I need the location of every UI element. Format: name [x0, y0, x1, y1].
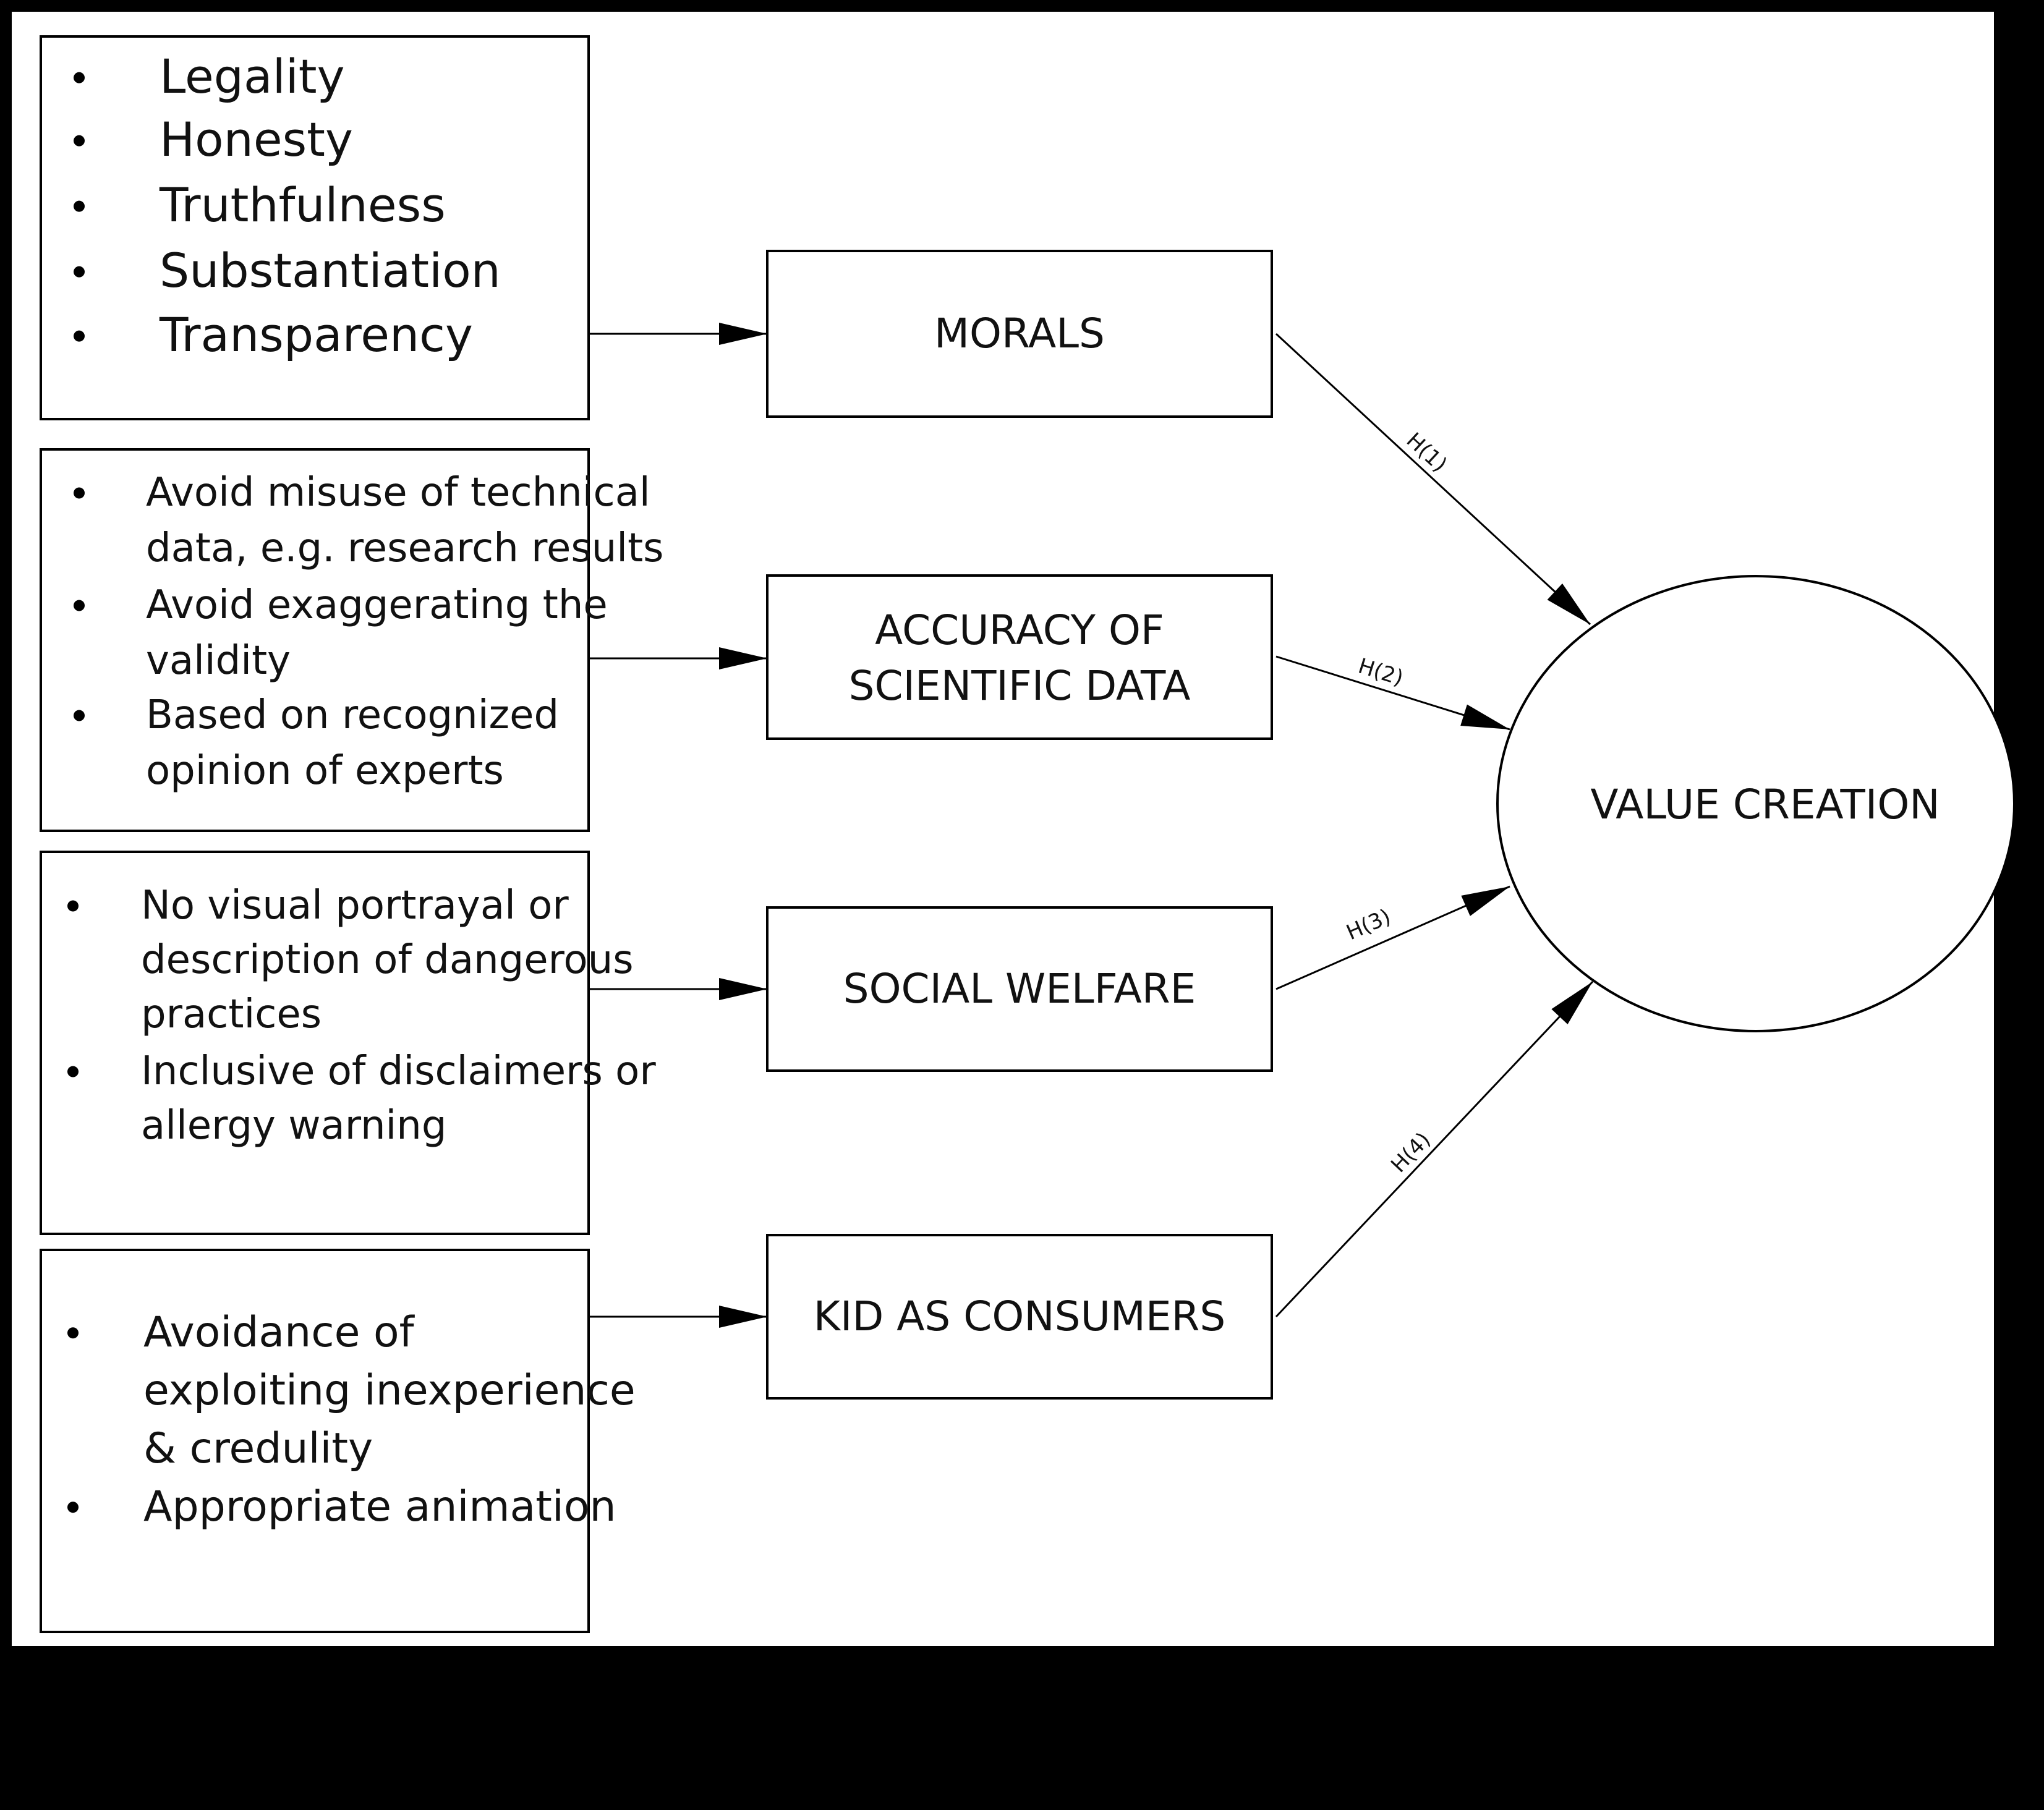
criteria-box-4 [40, 1249, 590, 1633]
bullet-icon [74, 600, 85, 611]
hypothesis-label: H(1) [1402, 428, 1452, 477]
criteria-text: Avoid exaggerating the [146, 582, 608, 628]
bullet-icon [74, 266, 85, 278]
criteria-text: Truthfulness [159, 177, 446, 232]
construct-label: MORALS [934, 310, 1105, 357]
construct-label: SOCIAL WELFARE [843, 965, 1196, 1013]
arrowhead-icon [1547, 583, 1590, 624]
criteria-text: exploiting inexperience [143, 1366, 636, 1415]
construct-label: SCIENTIFIC DATA [849, 662, 1191, 710]
bullet-icon [74, 710, 85, 721]
arrowhead-icon [719, 978, 767, 1000]
criteria-text: No visual portrayal or [141, 883, 569, 928]
criteria-text: Substantiation [160, 243, 501, 298]
criteria-box-2 [40, 448, 590, 832]
construct-box-kid-as-consumers [766, 1234, 1273, 1400]
construct-label: KID AS CONSUMERS [814, 1293, 1226, 1340]
bullet-icon [74, 330, 85, 342]
bullet-icon [74, 487, 85, 499]
criteria-text: Honesty [160, 112, 353, 167]
bullet-icon [74, 135, 85, 147]
criteria-text: Inclusive of disclaimers or [141, 1048, 656, 1094]
bullet-icon [67, 900, 79, 912]
construct-box-morals [766, 250, 1273, 418]
criteria-text: description of dangerous [141, 937, 634, 983]
hypothesis-label: H(4) [1386, 1128, 1436, 1178]
arrowhead-icon [719, 323, 767, 345]
criteria-text: data, e.g. research results [146, 525, 664, 571]
criteria-text: opinion of experts [146, 748, 504, 794]
criteria-text: practices [141, 992, 322, 1037]
criteria-text: Appropriate animation [143, 1482, 616, 1531]
criteria-box-1 [40, 35, 590, 420]
bullet-icon [67, 1066, 79, 1077]
hypothesis-path [1275, 333, 1591, 626]
arrowhead-icon [1551, 982, 1593, 1025]
criteria-text: validity [146, 638, 291, 684]
criteria-text: allergy warning [141, 1103, 446, 1149]
bullet-icon [67, 1327, 79, 1339]
outcome-ellipse [1496, 575, 2016, 1032]
bullet-icon [67, 1502, 79, 1513]
criteria-text: Based on recognized [146, 692, 559, 738]
bullet-icon [74, 200, 85, 212]
criteria-text: Legality [160, 49, 345, 104]
bullet-icon [74, 72, 85, 83]
criteria-text: Avoidance of [143, 1308, 415, 1357]
hypothesis-label: H(3) [1343, 904, 1395, 945]
arrowhead-icon [719, 1306, 767, 1328]
hypothesis-path [1275, 980, 1594, 1318]
criteria-text: Transparency [159, 307, 473, 362]
construct-box-social-welfare [766, 906, 1273, 1072]
construct-box-accuracy-of-scientific-data [766, 574, 1273, 740]
criteria-text: Avoid misuse of technical [146, 470, 650, 516]
arrowhead-icon [719, 647, 767, 669]
criteria-box-3 [40, 851, 590, 1235]
criteria-text: & credulity [143, 1424, 373, 1473]
arrowhead-icon [1461, 886, 1510, 916]
construct-label: ACCURACY OF [875, 606, 1164, 654]
arrowhead-icon [1460, 704, 1510, 729]
outcome-label: VALUE CREATION [1590, 781, 1940, 828]
hypothesis-label: H(2) [1355, 653, 1406, 690]
